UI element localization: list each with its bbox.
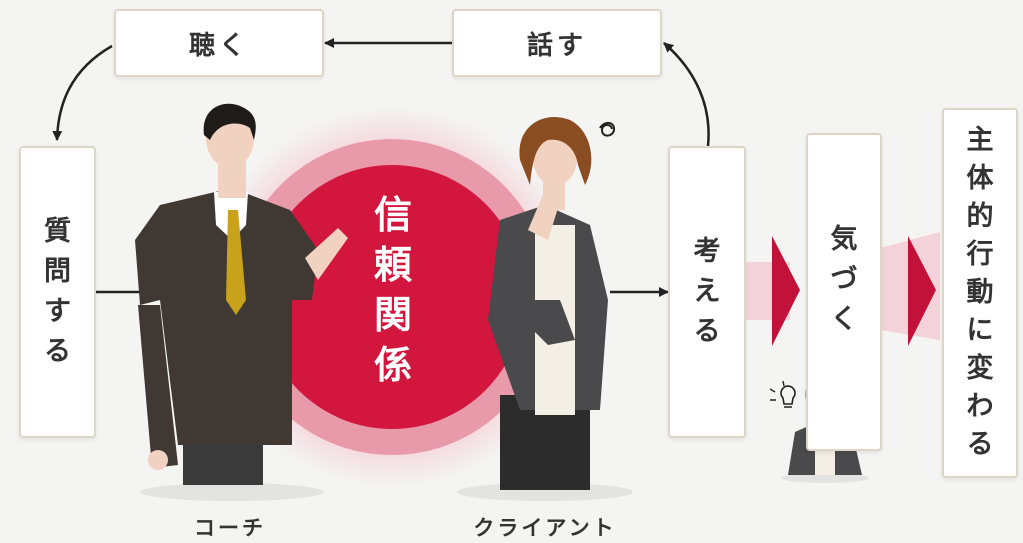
vertical-char: 考: [693, 236, 721, 267]
vertical-char: に: [966, 315, 994, 346]
ask-box: 質問する: [19, 146, 96, 438]
confused-scribble-icon: [599, 122, 616, 137]
trust-ring-inner: [260, 165, 524, 429]
coach-figure: [135, 103, 348, 485]
vertical-char: 変: [966, 353, 994, 384]
coach-shadow: [140, 483, 324, 501]
speak-label: 話す: [526, 30, 587, 61]
vertical-char: 体: [966, 163, 994, 194]
listen-label: 聴く: [188, 30, 249, 61]
coach-label: コーチ: [194, 516, 266, 540]
vertical-char: る: [693, 316, 721, 347]
lightbulb-icon: [780, 385, 796, 408]
vertical-char: る: [44, 336, 71, 367]
vertical-char: く: [830, 304, 858, 335]
speak-box: 話す: [452, 9, 662, 77]
arrow-think-to-speak: [663, 42, 710, 147]
action-box: 主体的行動に変わる: [942, 108, 1018, 478]
think-box: 考える: [668, 146, 746, 438]
client-label: クライアント: [473, 516, 617, 540]
center-char: 信: [373, 193, 412, 237]
vertical-char: づ: [830, 264, 858, 295]
arrow-listen-to-ask: [52, 44, 113, 141]
vertical-char: 的: [966, 201, 994, 232]
vertical-char: 気: [830, 224, 858, 255]
vertical-char: 行: [966, 239, 994, 270]
flow-arrow-2-icon: [908, 236, 936, 346]
trust-relationship-text: 信頼関係: [365, 190, 421, 390]
notice-box: 気づく: [806, 133, 882, 451]
vertical-char: 問: [44, 256, 71, 287]
client-figure: [488, 116, 616, 490]
center-char: 頼: [373, 243, 412, 287]
vertical-char: え: [693, 276, 721, 307]
center-char: 係: [373, 343, 412, 387]
vertical-char: 動: [966, 277, 994, 308]
vertical-char: す: [44, 296, 71, 327]
vertical-char: 主: [966, 125, 994, 156]
vertical-char: わ: [966, 391, 994, 422]
listen-box: 聴く: [114, 9, 324, 77]
flow-arrow-1-icon: [772, 236, 800, 346]
center-char: 関: [373, 293, 412, 337]
vertical-char: 質: [44, 216, 71, 247]
vertical-char: る: [966, 429, 994, 460]
